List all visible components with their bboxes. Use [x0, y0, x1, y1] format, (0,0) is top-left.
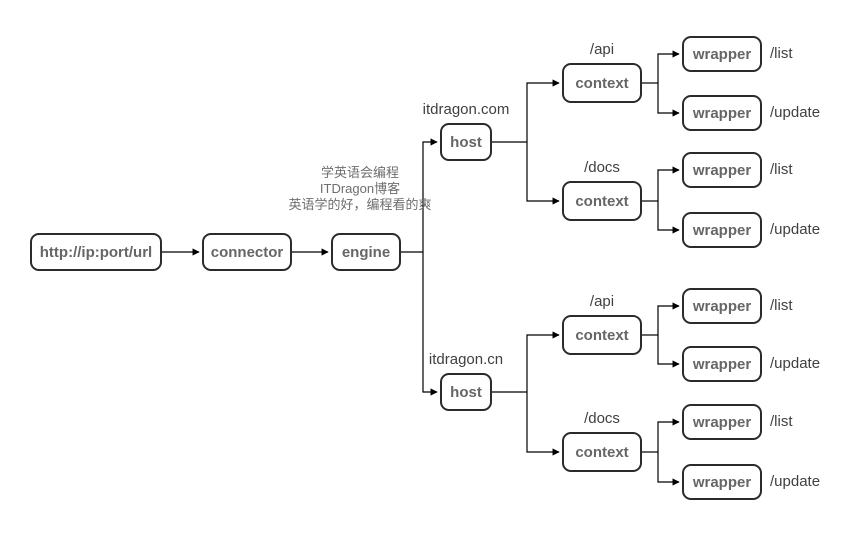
node-wrapper-cn-api-update: wrapper [682, 346, 762, 382]
note-text: 学英语会编程 ITDragon博客 英语学的好，编程看的爽 [262, 165, 458, 213]
node-wrapper-com-docs-list: wrapper [682, 152, 762, 188]
node-wrapper-com-api-list: wrapper [682, 36, 762, 72]
note-line-2: ITDragon博客 [319, 181, 401, 196]
label-context-cn-docs: /docs [584, 410, 620, 427]
node-host-cn: host [440, 373, 492, 411]
label-wrapper-com-api-list: /list [770, 45, 793, 62]
label-wrapper-com-api-update: /update [770, 104, 821, 121]
node-context-com-api: context [562, 63, 642, 103]
label-host-com: itdragon.com [422, 101, 510, 118]
label-context-com-api: /api [589, 41, 615, 58]
label-wrapper-com-docs-update: /update [770, 221, 821, 238]
node-request: http://ip:port/url [30, 233, 162, 271]
label-wrapper-cn-docs-update: /update [770, 473, 821, 490]
note-line-1: 学英语会编程 [320, 165, 399, 180]
node-engine: engine [331, 233, 401, 271]
label-wrapper-cn-api-list: /list [770, 297, 793, 314]
node-connector: connector [202, 233, 292, 271]
node-host-com: host [440, 123, 492, 161]
node-context-cn-api: context [562, 315, 642, 355]
label-wrapper-com-docs-list: /list [770, 161, 793, 178]
node-wrapper-cn-docs-list: wrapper [682, 404, 762, 440]
note-line-3: 英语学的好，编程看的爽 [288, 197, 432, 212]
label-context-com-docs: /docs [584, 159, 620, 176]
node-context-com-docs: context [562, 181, 642, 221]
node-wrapper-cn-docs-update: wrapper [682, 464, 762, 500]
label-host-cn: itdragon.cn [428, 351, 504, 368]
node-wrapper-com-docs-update: wrapper [682, 212, 762, 248]
label-wrapper-cn-docs-list: /list [770, 413, 793, 430]
label-wrapper-cn-api-update: /update [770, 355, 821, 372]
label-context-cn-api: /api [589, 293, 615, 310]
node-wrapper-cn-api-list: wrapper [682, 288, 762, 324]
node-context-cn-docs: context [562, 432, 642, 472]
node-wrapper-com-api-update: wrapper [682, 95, 762, 131]
